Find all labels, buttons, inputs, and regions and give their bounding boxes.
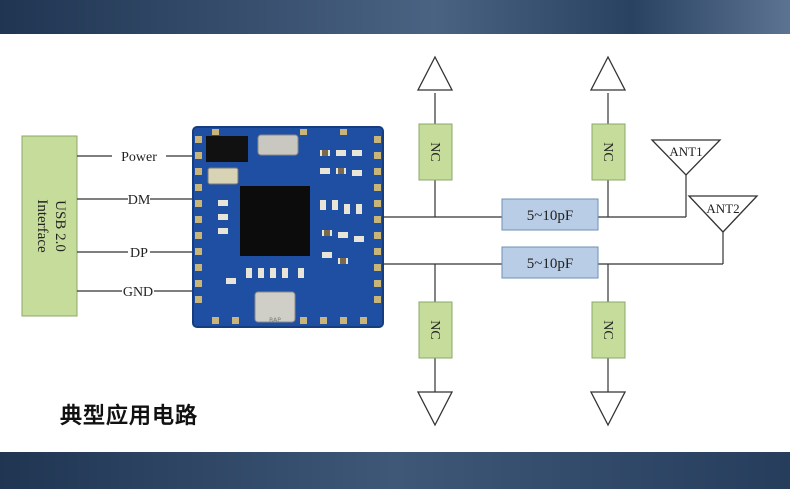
top-banner: [0, 0, 790, 34]
nc-component: [418, 301, 453, 359]
capacitor-2-label: 5~10pF: [527, 256, 573, 272]
supply-arrow-icons: [416, 55, 627, 427]
nc-label: NC: [427, 320, 442, 339]
nc-component: [591, 123, 626, 181]
usb-label-line2: Interface: [34, 199, 50, 253]
up-arrow-icon: [589, 55, 627, 91]
capacitor-components: 5~10pF 5~10pF: [501, 198, 599, 279]
capacitor-2: [501, 246, 599, 279]
wifi-module-image: RAP: [192, 126, 384, 328]
diagram-caption: 典型应用电路: [60, 404, 199, 429]
antenna-icon: [687, 195, 759, 233]
antennas: ANT1 ANT2: [650, 139, 759, 233]
ground-arrow-icon: [416, 391, 454, 427]
pin-dm-label: DM: [128, 193, 151, 208]
pin-gnd-label: GND: [123, 285, 153, 300]
rf-wiring: [383, 93, 724, 392]
ant1-label: ANT1: [669, 144, 702, 159]
nc-label: NC: [600, 320, 615, 339]
antenna-icon: [650, 139, 722, 176]
ground-arrow-icon: [589, 391, 627, 427]
ant2-label: ANT2: [706, 201, 739, 216]
bottom-banner: [0, 452, 790, 489]
nc-component: [418, 123, 453, 181]
capacitor-1-label: 5~10pF: [527, 208, 573, 224]
pin-power-label: Power: [121, 150, 157, 165]
usb-label-line1: USB 2.0: [52, 200, 68, 252]
module-silk-text: RAP: [269, 317, 281, 324]
pin-dp-label: DP: [130, 246, 148, 261]
nc-label: NC: [600, 142, 615, 161]
nc-components: NC NC NC NC: [418, 123, 626, 359]
diagram-canvas: [0, 34, 790, 452]
capacitor-1: [501, 198, 599, 231]
usb-interface-block: USB 2.0 Interface: [21, 135, 78, 317]
usb-pin-lines: [77, 155, 195, 292]
up-arrow-icon: [416, 55, 454, 91]
nc-component: [591, 301, 626, 359]
nc-label: NC: [427, 142, 442, 161]
